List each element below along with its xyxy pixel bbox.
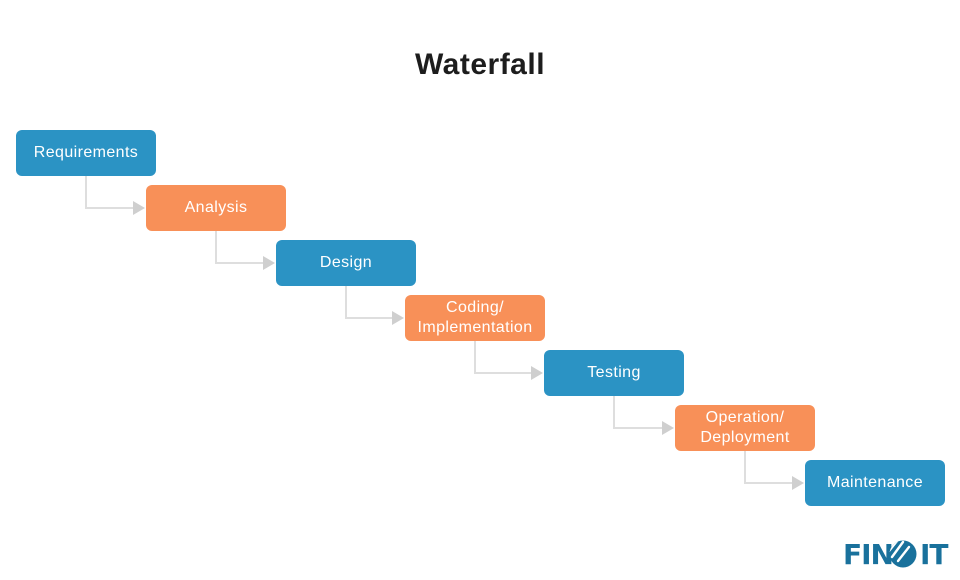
connector-vertical-line [85, 176, 87, 209]
stage-operation-deployment: Operation/ Deployment [675, 405, 815, 451]
connector-arrowhead-icon [133, 201, 145, 215]
stage-maintenance: Maintenance [805, 460, 945, 506]
connector-arrowhead-icon [792, 476, 804, 490]
connector-vertical-line [613, 396, 615, 429]
connector-horizontal-line [215, 262, 263, 264]
connector-arrowhead-icon [662, 421, 674, 435]
logo-text-it: IT [920, 538, 948, 571]
connector-arrowhead-icon [263, 256, 275, 270]
connector-horizontal-line [345, 317, 392, 319]
logo-globe-stripes [889, 540, 911, 563]
stage-coding-implementation: Coding/ Implementation [405, 295, 545, 341]
connector-arrowhead-icon [531, 366, 543, 380]
connector-vertical-line [744, 451, 746, 484]
connector-horizontal-line [85, 207, 133, 209]
connector-horizontal-line [613, 427, 662, 429]
stage-analysis: Analysis [146, 185, 286, 231]
stage-requirements: Requirements [16, 130, 156, 176]
diagram-title: Waterfall [414, 48, 546, 81]
connector-horizontal-line [744, 482, 792, 484]
connector-vertical-line [215, 231, 217, 264]
stage-design: Design [276, 240, 416, 286]
connector-vertical-line [345, 286, 347, 319]
connector-arrowhead-icon [392, 311, 404, 325]
connector-vertical-line [474, 341, 476, 374]
logo-text-fin: FIN [843, 538, 893, 571]
finoit-logo: FIN IT [843, 538, 949, 571]
stage-testing: Testing [544, 350, 684, 396]
connector-horizontal-line [474, 372, 531, 374]
